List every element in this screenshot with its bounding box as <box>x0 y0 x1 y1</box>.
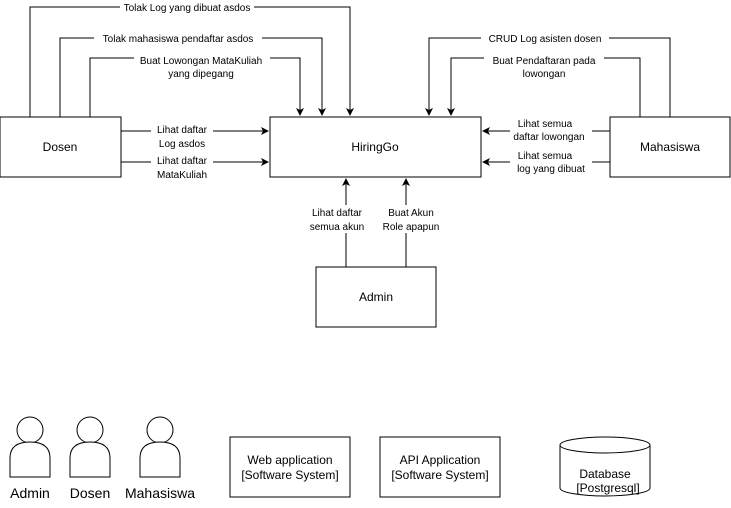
legend-web-app: Web application [Software System] <box>229 436 351 498</box>
legend-actor-admin-label: Admin <box>10 485 50 501</box>
label-buat-lowongan-1: Buat Lowongan MataKuliah <box>140 56 262 67</box>
legend-database-type: [Postgresql] <box>576 481 639 495</box>
edge-tolak-log: Tolak Log yang dibuat asdos <box>29 1 354 117</box>
legend-api-app-type: [Software System] <box>391 468 488 482</box>
label-lihat-log-dibuat-1: Lihat semua <box>518 151 573 162</box>
legend-api-app: API Application [Software System] <box>379 436 501 498</box>
label-crud-log: CRUD Log asisten dosen <box>489 34 602 45</box>
label-lihat-log-dibuat-2: log yang dibuat <box>517 164 585 175</box>
legend-actor-dosen-label: Dosen <box>70 485 110 501</box>
legend-web-app-title: Web application <box>247 453 332 467</box>
mahasiswa-node[interactable]: Mahasiswa <box>609 116 731 178</box>
label-lihat-lowongan-1: Lihat semua <box>518 119 573 130</box>
edge-tolak-mahasiswa: Tolak mahasiswa pendaftar asdos <box>59 32 326 117</box>
legend-database: Database [Postgresql] <box>559 436 651 497</box>
edge-lihat-akun: Lihat daftar semua akun <box>306 178 368 267</box>
hiringgo-label: HiringGo <box>351 140 399 154</box>
hiringgo-node[interactable]: HiringGo <box>269 116 482 178</box>
label-lihat-matakuliah-2: MataKuliah <box>157 170 207 181</box>
edge-lihat-log-asdos: Lihat daftar Log asdos <box>121 123 269 150</box>
label-buat-pendaftaran-1: Buat Pendaftaran pada <box>493 56 596 67</box>
label-tolak-log: Tolak Log yang dibuat asdos <box>124 3 251 14</box>
admin-label: Admin <box>359 290 393 304</box>
legend-api-app-title: API Application <box>400 453 481 467</box>
label-buat-lowongan-2: yang dipegang <box>168 69 234 80</box>
edge-lihat-lowongan: Lihat semua daftar lowongan <box>482 117 610 143</box>
label-lihat-akun-2: semua akun <box>310 222 364 233</box>
label-lihat-log-asdos-1: Lihat daftar <box>157 125 208 136</box>
mahasiswa-label: Mahasiswa <box>640 140 700 154</box>
legend-web-app-type: [Software System] <box>241 468 338 482</box>
admin-node[interactable]: Admin <box>315 266 437 328</box>
label-tolak-mahasiswa: Tolak mahasiswa pendaftar asdos <box>103 34 254 45</box>
legend-actor-mahasiswa-label: Mahasiswa <box>125 485 195 501</box>
edge-buat-akun: Buat Akun Role apapun <box>378 178 446 267</box>
edge-crud-log: CRUD Log asisten dosen <box>425 32 671 117</box>
edge-buat-pendaftaran: Buat Pendaftaran pada lowongan <box>447 54 641 117</box>
label-lihat-lowongan-2: daftar lowongan <box>513 132 584 143</box>
edge-lihat-matakuliah: Lihat daftar MataKuliah <box>121 154 269 181</box>
dosen-label: Dosen <box>43 140 78 154</box>
edge-lihat-log-dibuat: Lihat semua log yang dibuat <box>482 148 610 175</box>
legend-actor-mahasiswa: Mahasiswa <box>125 416 195 501</box>
legend-actor-dosen: Dosen <box>69 416 111 501</box>
label-buat-pendaftaran-2: lowongan <box>523 69 566 80</box>
label-lihat-log-asdos-2: Log asdos <box>159 139 205 150</box>
legend-actor-admin: Admin <box>9 416 51 501</box>
edge-buat-lowongan: Buat Lowongan MataKuliah yang dipegang <box>89 54 304 117</box>
label-lihat-akun-1: Lihat daftar <box>312 208 363 219</box>
dosen-node[interactable]: Dosen <box>0 116 122 178</box>
label-lihat-matakuliah-1: Lihat daftar <box>157 156 208 167</box>
label-buat-akun-2: Role apapun <box>383 222 440 233</box>
legend-database-title: Database <box>579 467 631 481</box>
label-buat-akun-1: Buat Akun <box>388 208 434 219</box>
